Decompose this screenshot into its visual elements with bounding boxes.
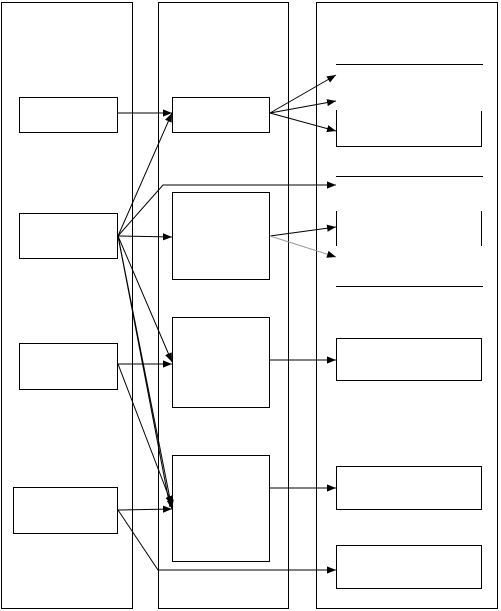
middle-column-frame — [158, 2, 289, 609]
right-box-5 — [336, 545, 482, 589]
right-column-frame — [316, 2, 498, 609]
edge-left2-middle3 — [117, 235, 173, 363]
edge-left4-middle4 — [117, 505, 173, 513]
right-box-4 — [336, 466, 482, 510]
left-box-4 — [13, 487, 118, 534]
edge-middle1-right1-b — [269, 99, 337, 114]
middle-box-4 — [172, 455, 270, 562]
right-box-2 — [336, 176, 483, 287]
edge-left4-right5 — [117, 509, 336, 574]
left-box-1 — [19, 97, 118, 133]
edge-left2-middle2 — [117, 233, 173, 241]
edge-left2-right2 — [117, 181, 336, 237]
right-box-1 — [336, 64, 483, 147]
left-column-frame — [1, 2, 133, 609]
edge-left3-middle4 — [117, 363, 173, 506]
edge-middle1-right1-c — [269, 112, 337, 133]
edge-middle2-right2-b — [269, 235, 337, 258]
edge-left2-middle1 — [117, 112, 173, 237]
middle-box-1 — [172, 97, 270, 133]
left-box-3 — [19, 343, 118, 390]
right-box-3 — [336, 338, 482, 381]
edge-middle2-right2-a — [269, 224, 337, 237]
middle-box-3 — [172, 317, 270, 408]
middle-box-2 — [172, 192, 270, 280]
edge-left2-middle4-b — [117, 235, 171, 508]
left-box-2 — [19, 213, 118, 259]
edge-middle1-right1-a — [269, 74, 337, 114]
